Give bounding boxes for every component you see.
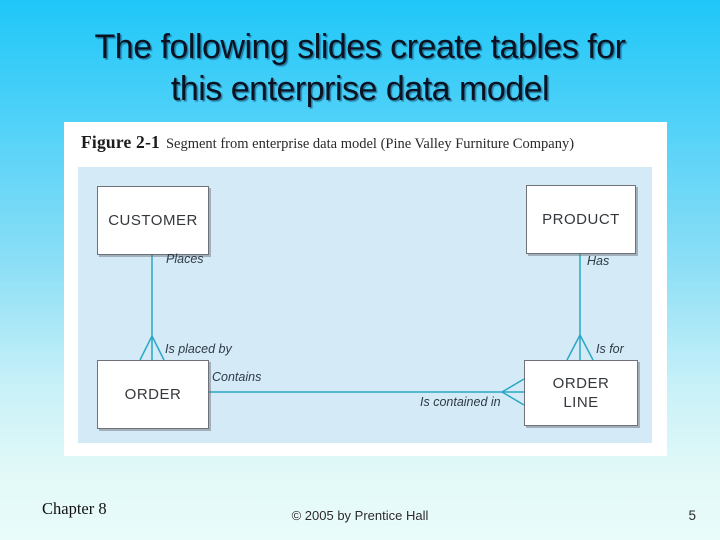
relationship-label-has: Has bbox=[587, 254, 610, 268]
relationship-label-is-for: Is for bbox=[596, 342, 624, 356]
entity-order-label: ORDER bbox=[124, 386, 182, 403]
footer-page-number: 5 bbox=[688, 508, 696, 523]
entity-order-line-label: ORDER LINE bbox=[552, 375, 610, 411]
connector-order-orderline bbox=[208, 378, 525, 406]
entity-order: ORDER bbox=[97, 360, 209, 429]
entity-customer: CUSTOMER bbox=[97, 186, 209, 255]
slide-title-line2: this enterprise data model bbox=[170, 70, 550, 108]
figure-caption-text: Segment from enterprise data model (Pine… bbox=[165, 136, 575, 152]
slide-title: The following slides create tables for t… bbox=[0, 26, 720, 110]
figure-caption: Figure 2-1 Segment from enterprise data m… bbox=[81, 132, 656, 153]
relationship-label-places: Places bbox=[166, 252, 204, 266]
er-diagram: CUSTOMER PRODUCT ORDER ORDER LINE Places… bbox=[78, 167, 652, 443]
figure-panel: Figure 2-1 Segment from enterprise data m… bbox=[64, 122, 667, 456]
footer-chapter-label: Chapter 8 bbox=[42, 499, 107, 518]
footer-copyright: © 2005 by Prentice Hall bbox=[291, 508, 429, 523]
entity-customer-label: CUSTOMER bbox=[108, 212, 198, 229]
entity-order-line: ORDER LINE bbox=[524, 360, 638, 426]
relationship-label-is-placed-by: Is placed by bbox=[165, 342, 232, 356]
slide-title-line1: The following slides create tables for bbox=[94, 28, 626, 66]
relationship-label-contains: Contains bbox=[212, 370, 262, 384]
relationship-connectors bbox=[139, 252, 594, 406]
figure-label: Figure 2-1 bbox=[81, 132, 160, 152]
entity-product: PRODUCT bbox=[526, 185, 636, 254]
relationship-label-is-contained-in: Is contained in bbox=[420, 395, 501, 409]
connector-customer-order bbox=[139, 253, 165, 361]
connector-product-orderline bbox=[566, 252, 594, 361]
entity-product-label: PRODUCT bbox=[542, 211, 620, 228]
